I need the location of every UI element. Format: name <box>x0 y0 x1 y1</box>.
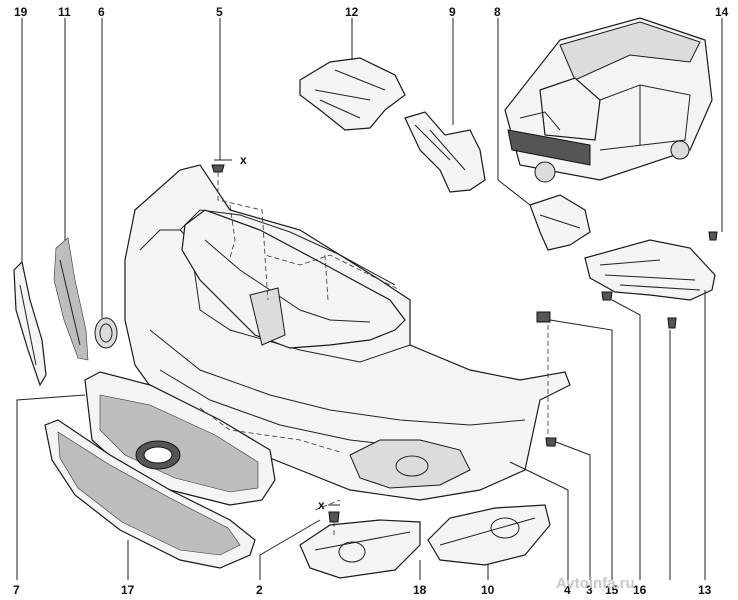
callout-3: 3 <box>586 583 593 597</box>
callout-8: 8 <box>494 5 501 19</box>
x-marker-top-text: x <box>240 153 247 167</box>
callouts-top: 19 11 6 5 12 9 8 14 <box>14 5 729 19</box>
grille-insert-11 <box>53 237 89 361</box>
callout-16: 16 <box>633 583 647 597</box>
car-overview-illustration <box>504 17 713 183</box>
fog-light-bezel-18 <box>299 519 421 579</box>
callout-14: 14 <box>715 5 729 19</box>
bumper-inner-frame <box>181 209 406 349</box>
callout-7: 7 <box>13 583 20 597</box>
callout-19: 19 <box>14 5 28 19</box>
callout-9: 9 <box>449 5 456 19</box>
callout-6: 6 <box>98 5 105 19</box>
side-shield-13 <box>584 239 716 301</box>
fasteners <box>211 164 718 523</box>
callout-13: 13 <box>698 583 712 597</box>
callout-18: 18 <box>413 583 427 597</box>
leader-lines <box>16 18 723 580</box>
callout-17: 17 <box>121 583 135 597</box>
callout-15: 15 <box>605 583 619 597</box>
callout-5: 5 <box>216 5 223 19</box>
fog-light-bezel-10 <box>427 504 551 566</box>
callouts-bottom: 7 17 2 18 10 4 3 15 16 13 <box>13 583 712 597</box>
lower-grille-17 <box>44 419 256 569</box>
bracket-8 <box>529 194 591 251</box>
callout-2: 2 <box>256 583 263 597</box>
x-marker-bottom-text: x <box>318 498 325 512</box>
x-marker-top: x <box>214 153 247 167</box>
callout-4: 4 <box>564 583 571 597</box>
tow-hook-cap-6 <box>94 317 118 349</box>
x-marker-bottom: x <box>318 498 340 512</box>
underbody-shield-12 <box>299 57 406 131</box>
callout-10: 10 <box>481 583 495 597</box>
side-trim-19 <box>13 260 47 387</box>
side-bracket-9 <box>404 111 486 193</box>
callout-12: 12 <box>345 5 359 19</box>
radiator-grille-7 <box>84 371 276 506</box>
callout-11: 11 <box>58 5 71 19</box>
watermark-text: Avtoinfa.ru <box>556 575 635 592</box>
